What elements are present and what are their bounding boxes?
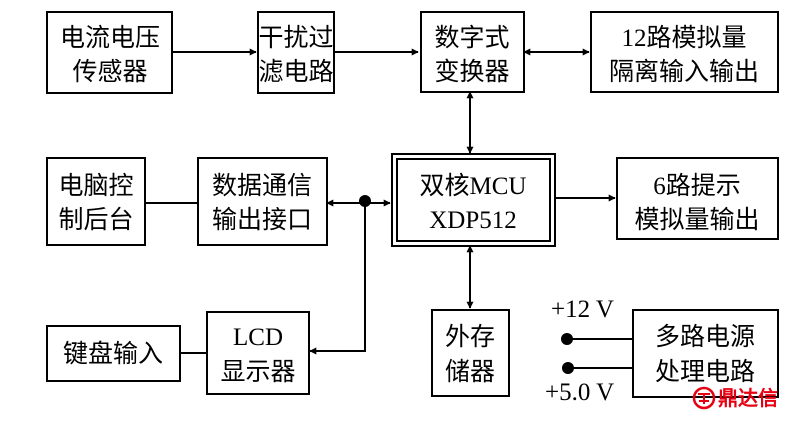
pc-backend-label-2: 制后台	[58, 206, 133, 234]
pc-backend-label-1: 电脑控	[58, 172, 133, 200]
lcd-label-1: LCD	[233, 324, 283, 351]
power-label-1: 多路电源	[655, 323, 755, 351]
storage-label-2: 储器	[445, 358, 495, 386]
mcu-label-1: 双核MCU	[420, 172, 527, 200]
power-block	[632, 309, 779, 398]
watermark: 鼎达信	[692, 386, 778, 410]
power-12v-label: +12 V	[551, 296, 614, 323]
lcd-label-2: 显示器	[220, 359, 295, 386]
keyboard-label: 键盘输入	[63, 340, 163, 368]
watermark-logo-mark	[698, 393, 710, 404]
block-labels: 电流电压 传感器 干扰过 滤电路 数字式 变换器 12路模拟量 隔离输入输出 电…	[58, 24, 759, 406]
filter-block	[257, 11, 335, 94]
storage-label-1: 外存	[445, 323, 495, 351]
sensor-label-2: 传感器	[72, 58, 147, 86]
watermark-logo-icon	[692, 386, 716, 410]
converter-label-1: 数字式	[434, 24, 509, 52]
prompt-output-label-2: 模拟量输出	[634, 206, 759, 234]
sensor-block	[46, 11, 173, 94]
watermark-text: 鼎达信	[718, 386, 778, 410]
prompt-output-label-1: 6路提示	[653, 172, 741, 200]
power-5v-label: +5.0 V	[545, 379, 614, 406]
comm-port-block	[197, 157, 328, 246]
comm-port-label-1: 数据通信	[212, 172, 312, 200]
mcu-block-inner	[396, 158, 551, 242]
isolation-label-1: 12路模拟量	[621, 24, 746, 52]
converter-block	[420, 11, 525, 93]
mcu-label-2: XDP512	[429, 207, 517, 234]
power-label-2: 处理电路	[655, 358, 755, 386]
converter-label-2: 变换器	[434, 58, 509, 86]
filter-label-2: 滤电路	[258, 58, 333, 86]
comm-port-label-2: 输出接口	[212, 206, 312, 234]
connections	[145, 48, 633, 374]
sensor-label-1: 电流电压	[60, 24, 160, 52]
prompt-output-block	[616, 157, 779, 240]
isolation-block	[590, 11, 779, 93]
filter-label-1: 干扰过	[258, 24, 333, 52]
pc-backend-block	[46, 157, 146, 246]
blocks	[46, 11, 779, 398]
arrow-junction-to-lcd	[309, 201, 366, 355]
storage-block	[431, 309, 510, 397]
keyboard-block	[46, 325, 181, 382]
lcd-block	[206, 311, 310, 395]
isolation-label-2: 隔离输入输出	[609, 58, 759, 86]
